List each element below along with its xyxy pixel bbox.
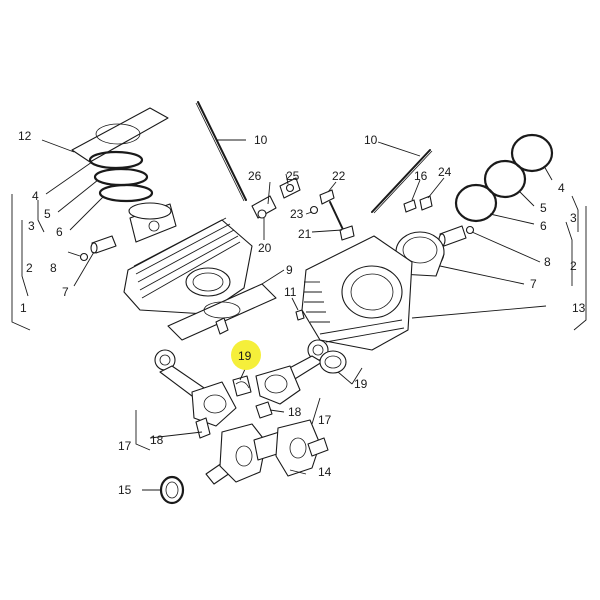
left-assembly-brackets xyxy=(11,194,321,451)
callout-8-left: 8 xyxy=(50,261,57,275)
callout-17-right: 17 xyxy=(318,413,332,427)
callout-15: 15 xyxy=(118,483,132,497)
callout-22: 22 xyxy=(332,169,346,183)
piston-rings-right xyxy=(454,133,554,223)
circlip-left xyxy=(79,252,89,262)
callout-5-right: 5 xyxy=(540,201,547,215)
cylinder-right xyxy=(301,235,413,351)
callout-21: 21 xyxy=(298,227,312,241)
callout-highlight xyxy=(231,340,261,370)
callout-19-highlighted: 19 xyxy=(238,349,252,363)
callout-20: 20 xyxy=(258,241,272,255)
callout-11: 11 xyxy=(284,285,297,299)
callout-8-right: 8 xyxy=(544,255,551,269)
callout-6-right: 6 xyxy=(540,219,547,233)
callout-26: 26 xyxy=(248,169,262,183)
head-gasket-left xyxy=(71,107,169,163)
callout-5-left: 5 xyxy=(44,207,51,221)
callout-18-right: 18 xyxy=(288,405,302,419)
bolt-9-left xyxy=(215,317,229,335)
washer-23 xyxy=(309,205,319,215)
tensioner-left xyxy=(251,177,301,219)
leader-lines xyxy=(41,139,553,491)
callout-3-left: 3 xyxy=(28,219,35,233)
callout-6-left: 6 xyxy=(56,225,63,239)
callout-13: 13 xyxy=(572,301,586,315)
bearing-shell-19-right xyxy=(319,350,347,374)
callout-19-right: 19 xyxy=(354,377,368,391)
bolt-16 xyxy=(403,199,417,213)
bearing-shell-19-left xyxy=(232,375,252,397)
callout-14: 14 xyxy=(318,465,332,479)
callout-4-right: 4 xyxy=(558,181,565,195)
callout-23: 23 xyxy=(290,207,304,221)
callout-10-left: 10 xyxy=(254,133,268,147)
callout-24: 24 xyxy=(438,165,452,179)
piston-rings-left xyxy=(88,150,154,203)
connecting-rod-right xyxy=(255,339,329,405)
callout-2-left: 2 xyxy=(26,261,33,275)
piston-left xyxy=(128,202,177,243)
right-assembly-brackets xyxy=(565,195,587,331)
stud-right xyxy=(371,149,433,214)
callout-1: 1 xyxy=(20,301,27,315)
callout-4-left: 4 xyxy=(32,189,39,203)
screw-11-left xyxy=(295,309,305,321)
stud-left xyxy=(195,101,247,202)
connecting-rod-left xyxy=(154,349,237,427)
callout-12: 12 xyxy=(18,129,32,143)
callout-9: 9 xyxy=(286,263,293,277)
valve-22 xyxy=(319,189,355,241)
callout-labels: 12 10 4 5 6 3 8 2 7 1 26 25 20 9 11 22 2… xyxy=(18,129,586,497)
callout-2-right: 2 xyxy=(570,259,577,273)
crankshaft xyxy=(205,419,329,485)
oil-seal-15 xyxy=(159,475,185,505)
nut-24 xyxy=(419,195,433,211)
callout-16: 16 xyxy=(414,169,428,183)
circlip-right xyxy=(465,225,475,235)
callout-3-right: 3 xyxy=(570,211,577,225)
piston-pin-left xyxy=(90,235,117,254)
callout-10-right: 10 xyxy=(364,133,378,147)
callout-17-left: 17 xyxy=(118,439,132,453)
base-gasket-left xyxy=(167,283,277,341)
callout-18-left: 18 xyxy=(150,433,164,447)
rod-bolt-18-right xyxy=(255,401,273,419)
piston-pin-right xyxy=(438,225,467,247)
callout-25: 25 xyxy=(286,169,300,183)
callout-7-left: 7 xyxy=(62,285,69,299)
callout-7-right: 7 xyxy=(530,277,537,291)
